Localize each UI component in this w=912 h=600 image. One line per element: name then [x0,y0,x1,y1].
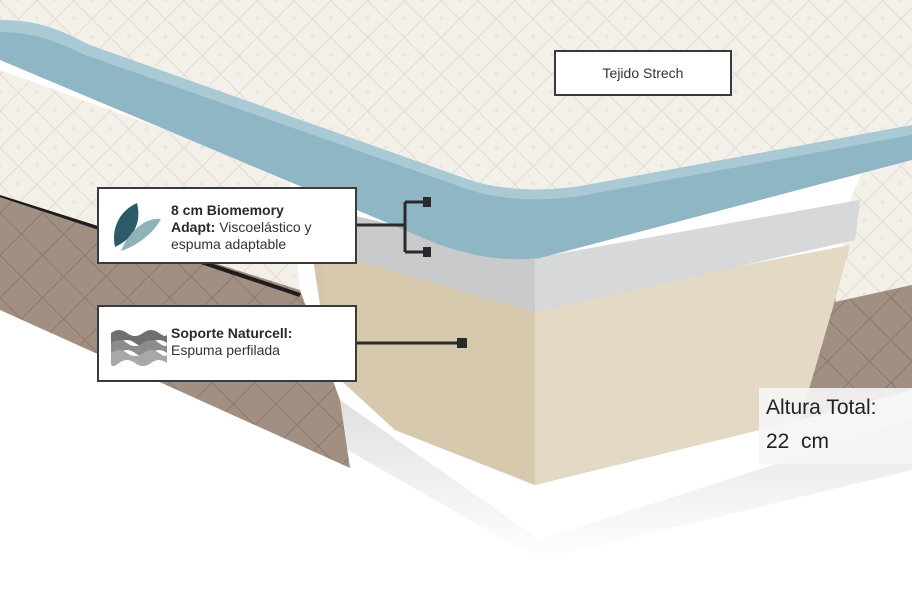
biomemory-title: 8 cm Biomemory [171,202,284,218]
biomemory-label-box: 8 cm Biomemory Adapt: Viscoelástico y es… [97,187,357,264]
naturcell-title: Soporte Naturcell: [171,325,293,341]
naturcell-label-box: Soporte Naturcell: Espuma perfilada [97,305,357,382]
connector-biomemory [357,197,431,257]
grey-foam-layer [320,200,860,312]
cover-top [0,0,912,190]
height-title: Altura Total: [766,396,877,419]
biomemory-sub: Viscoelástico y espuma adaptable [171,219,312,252]
fabric-label: Tejido Strech [602,65,684,81]
cover-right [835,150,912,302]
wave-foam-icon [111,330,167,366]
leaf-icon [113,203,161,251]
connector-naturcell [357,338,467,348]
height-label-box: Altura Total: 22 cm [759,388,912,464]
height-value: 22 cm [766,430,830,453]
fabric-label-box: Tejido Strech [554,50,732,96]
floor-shadow [330,400,912,560]
biomemory-sub-bold: Adapt: [171,219,216,235]
naturcell-sub: Espuma perfilada [171,342,280,358]
biomemory-teal-edge [0,20,912,260]
